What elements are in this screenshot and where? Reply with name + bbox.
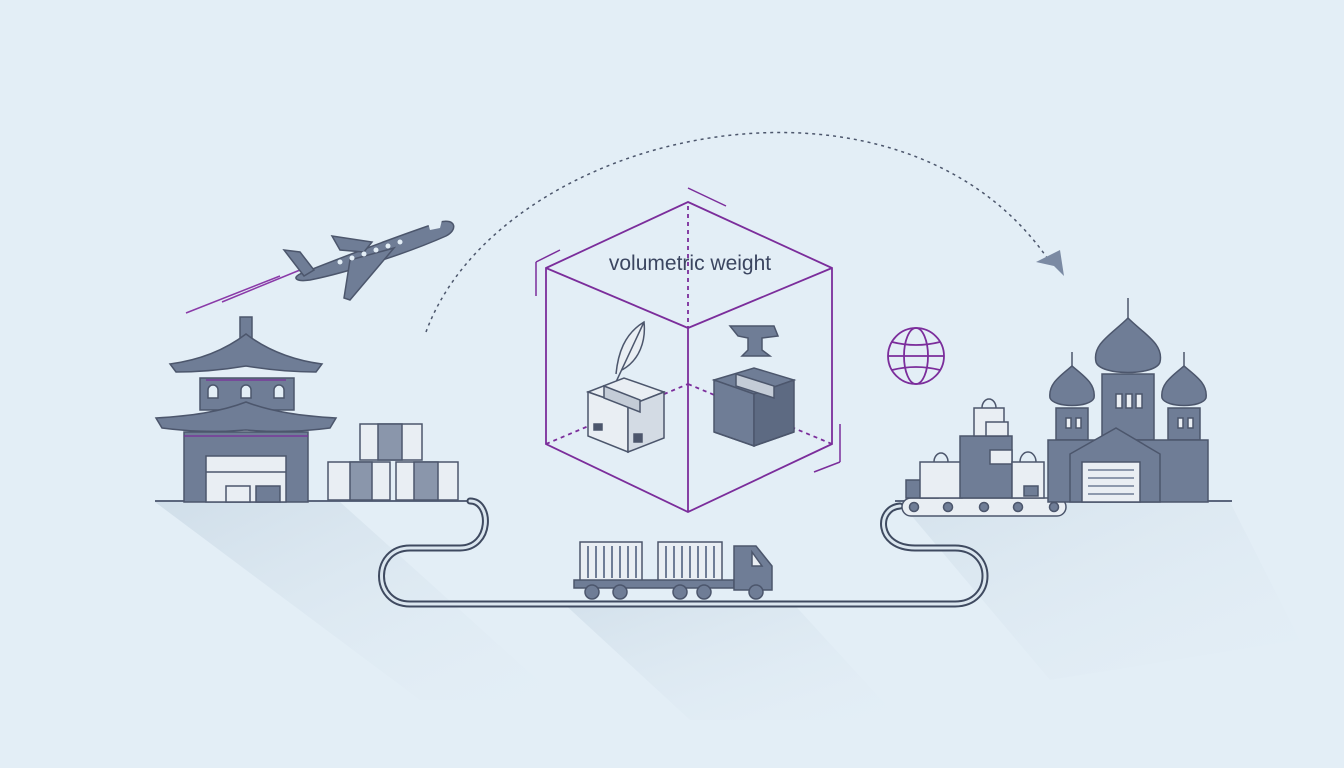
cargo-truck-icon (573, 541, 773, 600)
shipping-boxes-icon (327, 423, 459, 501)
arrow-head-icon (1036, 250, 1064, 276)
heavy-parcel-icon (711, 367, 797, 448)
conveyor-belt-icon (901, 497, 1067, 517)
onion-dome-building-icon (1047, 298, 1209, 503)
ground-shadows (155, 502, 1300, 720)
pagoda-building-icon (154, 316, 338, 503)
light-parcel-icon (585, 377, 667, 454)
feather-icon (615, 320, 646, 383)
cube-label: volumetric weight (608, 252, 772, 275)
airplane-icon (185, 220, 455, 314)
flight-arc (425, 131, 1051, 333)
shopping-bags-icon (905, 398, 1045, 499)
globe-icon (887, 327, 945, 385)
volumetric-cube (535, 187, 841, 513)
anvil-icon (728, 325, 780, 357)
